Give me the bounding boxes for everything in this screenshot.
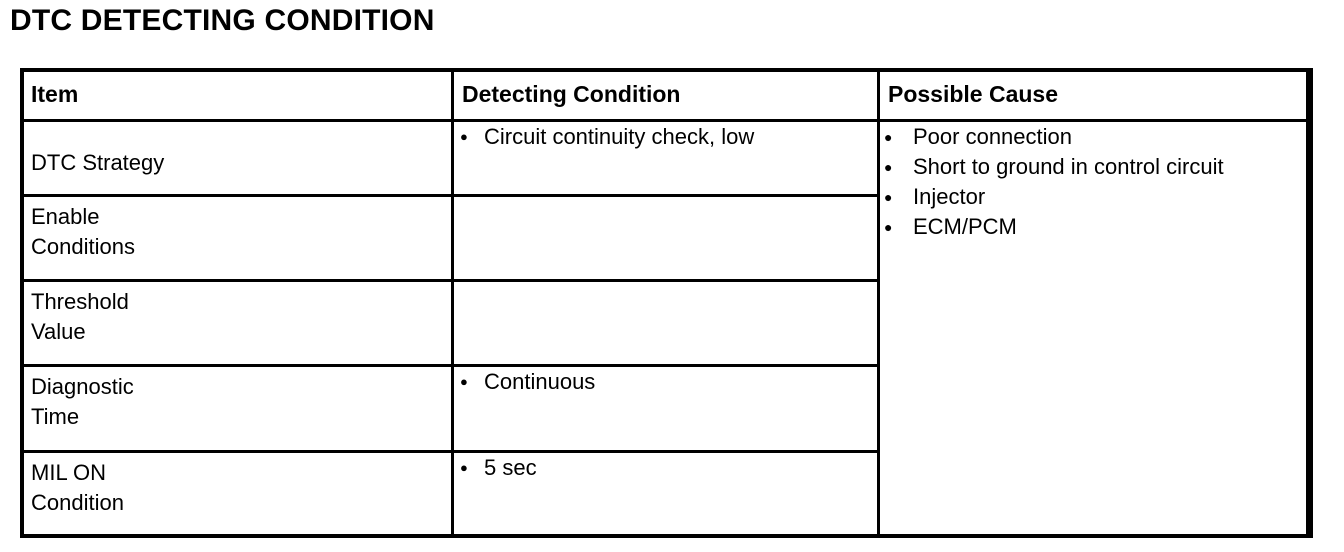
row-label-dtc-strategy: DTC Strategy [31, 150, 165, 176]
header-cell-possible-cause: Possible Cause [877, 67, 1313, 123]
table-row: Diagnostic Time Continuous [20, 364, 1312, 453]
table-row: DTC Strategy Circuit continuity check, l… [20, 119, 1313, 538]
cell-item-mil-on-condition: MIL ON Condition [20, 449, 454, 539]
possible-cause-bullet-list: Poor connection Short to ground in contr… [880, 122, 1310, 242]
table-row: Threshold Value [20, 278, 1312, 368]
list-item: Short to ground in control circuit [880, 152, 1310, 182]
cell-item-diagnostic-time: Diagnostic Time [20, 364, 454, 453]
table-header-row: Item Detecting Condition Possible Cause [20, 67, 1313, 123]
condition-bullet-list-0: Circuit continuity check, low [454, 122, 877, 152]
cell-condition-dtc-strategy: Circuit continuity check, low [451, 119, 880, 197]
cell-condition-enable-conditions [451, 193, 880, 282]
row-label-enable-conditions: Enable Conditions [31, 203, 135, 259]
header-label-item: Item [31, 81, 79, 107]
empty-condition-cell-2 [454, 282, 877, 364]
page-title: DTC DETECTING CONDITION [10, 4, 435, 37]
row-label-diagnostic-time: Diagnostic Time [31, 374, 134, 430]
dtc-detecting-condition-table: Item Detecting Condition Possible Cause … [20, 67, 1313, 539]
row-label-threshold-value: Threshold Value [31, 288, 129, 344]
cell-condition-mil-on-condition: 5 sec [451, 449, 880, 539]
header-label-possible-cause: Possible Cause [888, 81, 1059, 107]
list-item: Injector [880, 182, 1310, 212]
header-cell-detecting-condition: Detecting Condition [451, 67, 880, 123]
cell-item-dtc-strategy: DTC Strategy [20, 119, 454, 197]
cell-item-enable-conditions: Enable Conditions [20, 193, 454, 282]
table-row: Enable Conditions [20, 193, 1312, 282]
list-item: ECM/PCM [880, 212, 1310, 242]
empty-condition-cell-1 [454, 197, 877, 279]
list-item: Circuit continuity check, low [454, 122, 877, 152]
row-label-mil-on-condition: MIL ON Condition [31, 459, 124, 515]
cell-possible-cause: Poor connection Short to ground in contr… [877, 119, 1313, 538]
list-item: Poor connection [880, 122, 1310, 152]
header-cell-item: Item [20, 67, 454, 123]
cell-item-threshold-value: Threshold Value [20, 278, 454, 368]
cell-condition-threshold-value [451, 278, 880, 368]
header-label-detecting-condition: Detecting Condition [462, 81, 681, 107]
list-item: Continuous [454, 367, 877, 397]
cell-condition-diagnostic-time: Continuous [451, 364, 880, 453]
condition-bullet-list-3: Continuous [454, 367, 877, 397]
list-item: 5 sec [454, 453, 877, 483]
condition-bullet-list-4: 5 sec [454, 453, 877, 483]
table-row: MIL ON Condition 5 sec [20, 449, 1312, 539]
